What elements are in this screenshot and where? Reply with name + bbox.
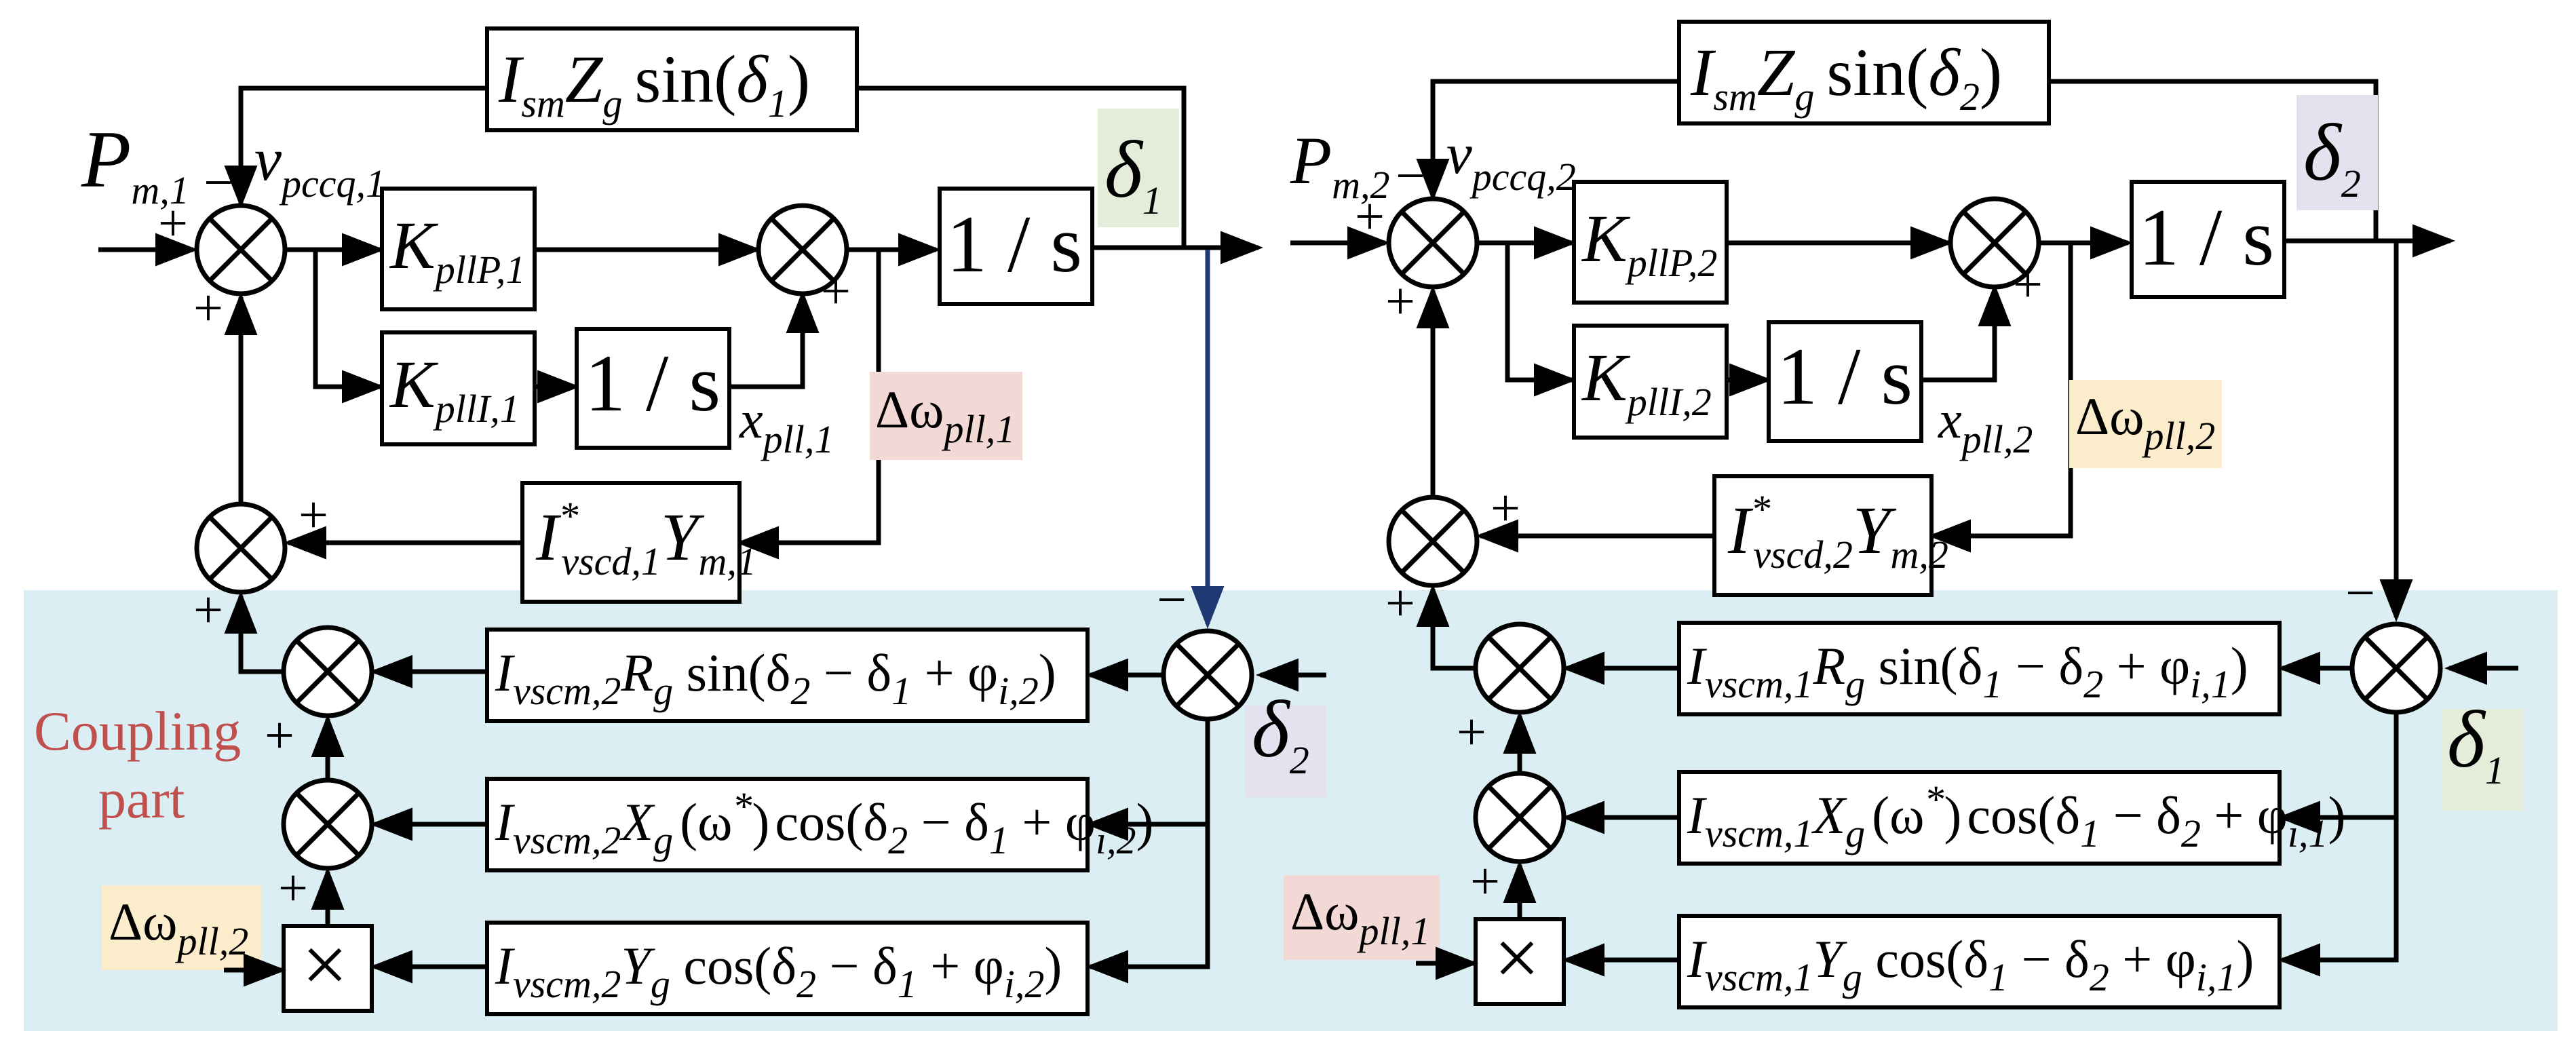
right-domega-label: Δωpll,2 (2075, 387, 2215, 458)
svg-text:1 / s: 1 / s (946, 199, 1082, 289)
right-coupling-block-cos-y (1677, 914, 2282, 1009)
left-feedback-block (485, 26, 859, 132)
right-sum-junction-1 (1386, 196, 1480, 290)
left-domega-highlight (870, 372, 1022, 460)
right-sum-junction-2 (1948, 196, 2041, 290)
svg-text:KpllI,2: KpllI,2 (1581, 340, 1712, 424)
svg-text:−: − (1157, 570, 1187, 629)
coupling-label-line2: part (98, 768, 185, 830)
right-xpll-label: xpll,2 (1938, 390, 2033, 461)
left-multiplier: × (282, 919, 374, 1013)
left-ext-domega-highlight (102, 885, 261, 970)
svg-text:Ivscm,1Rg sin(δ1 − δ2 + φi,1): Ivscm,1Rg sin(δ1 − δ2 + φi,1) (1687, 636, 2248, 706)
left-sum-junction-3 (194, 501, 288, 595)
left-ext-delta-highlight (1245, 706, 1326, 797)
svg-text:+: + (1470, 851, 1500, 910)
left-ext-delta-label: δ2 (1252, 684, 1309, 782)
left-sum-junction-1 (194, 203, 288, 296)
right-delta-output: δ2 (2303, 107, 2361, 206)
left-ext-domega-label: Δωpll,2 (109, 892, 248, 963)
right-ext-delta-highlight (2442, 709, 2523, 811)
svg-text:Ivscm,2Rg sin(δ2 − δ1 + φi,2): Ivscm,2Rg sin(δ2 − δ1 + φi,2) (495, 643, 1056, 713)
svg-text:KpllP,1: KpllP,1 (389, 208, 525, 292)
svg-text:−: − (2345, 563, 2375, 622)
right-ext-domega-highlight (1284, 875, 1440, 960)
svg-text:Ivscm,1Xg(ω*)cos(δ1 − δ2 + φi,: Ivscm,1Xg(ω*)cos(δ1 − δ2 + φi,1) (1687, 777, 2345, 855)
left-input-label: Pm,1 (81, 114, 189, 212)
right-ext-delta-label: δ1 (2447, 694, 2505, 792)
left-xpll-label: xpll,1 (739, 390, 834, 461)
svg-text:+: + (1457, 702, 1486, 761)
right-integrator-ki (1767, 320, 1923, 443)
svg-text:I*vscd,1Ym,1: I*vscd,1Ym,1 (535, 494, 756, 583)
right-multiplier: × (1474, 912, 1566, 1006)
right-kp-block (1572, 180, 1729, 305)
svg-text:1 / s: 1 / s (1777, 331, 1912, 421)
right-input-label: Pm,2 (1290, 123, 1389, 207)
svg-text:+: + (278, 858, 308, 917)
left-kp-block (380, 187, 537, 311)
svg-text:+: + (193, 580, 223, 639)
svg-text:+: + (1491, 478, 1520, 537)
left-delta-output-highlight (1098, 109, 1179, 227)
right-coupling-input-sum (2349, 621, 2443, 715)
svg-text:1 / s: 1 / s (585, 338, 720, 428)
svg-text:I*vscd,2Ym,2: I*vscd,2Ym,2 (1727, 487, 1948, 577)
svg-text:+: + (265, 706, 294, 765)
right-feedback-block (1677, 20, 2051, 126)
right-coupling-sum-a (1473, 621, 1566, 715)
left-v-label: vpccq,1 (254, 126, 385, 206)
left-delta-output: δ1 (1104, 124, 1162, 223)
svg-text:Ivscm,1Yg cos(δ1 − δ2 + φi,1): Ivscm,1Yg cos(δ1 − δ2 + φi,1) (1687, 929, 2254, 999)
svg-text:Ivscm,2Yg cos(δ2 − δ1 + φi,2): Ivscm,2Yg cos(δ2 − δ1 + φi,2) (495, 936, 1062, 1006)
svg-text:+: + (299, 485, 328, 544)
left-sum-junction-2 (756, 203, 849, 296)
svg-text:×: × (1494, 912, 1540, 1003)
left-integrator-ki (575, 327, 731, 450)
left-ivscd-block (520, 481, 742, 604)
svg-text:+: + (1385, 573, 1415, 632)
right-ext-domega-label: Δωpll,1 (1290, 882, 1430, 953)
right-integrator-main (2130, 180, 2286, 299)
right-coupling-sum-b (1473, 771, 1566, 864)
left-coupling-sum-a (281, 625, 374, 718)
right-ivscd-block (1712, 474, 1934, 597)
svg-text:KpllI,1: KpllI,1 (389, 347, 520, 431)
right-sum-junction-3 (1386, 495, 1480, 588)
right-domega-highlight (2069, 380, 2222, 468)
left-coupling-block-sin (485, 628, 1090, 723)
right-delta-output-highlight (2296, 95, 2378, 210)
svg-text:×: × (302, 919, 348, 1009)
right-coupling-block-sin (1677, 621, 2282, 716)
svg-text:+: + (1355, 187, 1385, 246)
svg-text:KpllP,2: KpllP,2 (1581, 201, 1717, 285)
coupling-label-line1: Coupling (34, 700, 241, 762)
left-coupling-sum-b (281, 777, 374, 871)
right-v-label: vpccq,2 (1446, 122, 1576, 199)
svg-text:Ivscm,2Xg(ω*)cos(δ2 − δ1 + φi,: Ivscm,2Xg(ω*)cos(δ2 − δ1 + φi,2) (495, 784, 1153, 862)
svg-text:1 / s: 1 / s (2138, 192, 2274, 282)
svg-text:+: + (158, 193, 188, 252)
svg-text:−: − (1396, 146, 1425, 205)
left-coupling-input-sum (1161, 628, 1254, 722)
svg-text:−: − (204, 153, 233, 212)
left-domega-label: Δωpll,1 (875, 380, 1015, 451)
right-ki-block (1572, 324, 1729, 440)
